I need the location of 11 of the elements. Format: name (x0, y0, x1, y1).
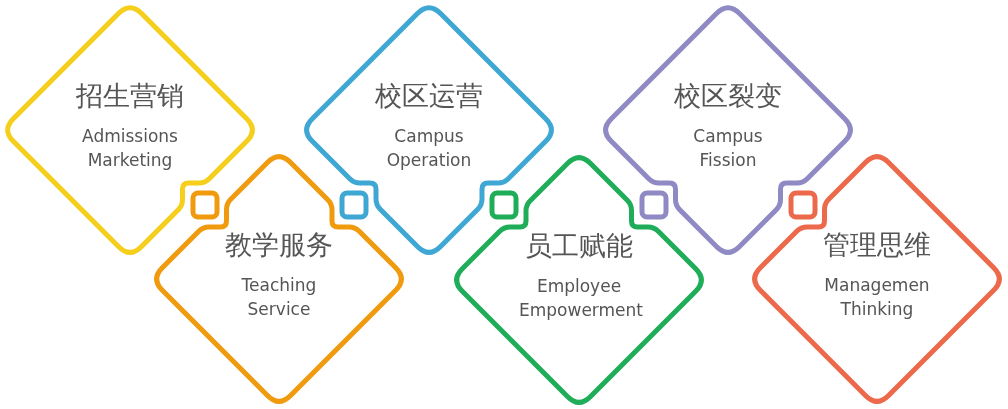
title-text: 校区运营 (374, 80, 484, 112)
subtitle-text: Managemen Thinking (823, 274, 931, 321)
subtitle-text: Teaching Service (240, 274, 318, 321)
title-text: 教学服务 (224, 229, 334, 261)
title-text: 招生营销 (75, 80, 185, 112)
title-text: 管理思维 (822, 229, 932, 261)
title-text: 校区裂变 (673, 80, 783, 112)
title-text: 员工赋能 (524, 230, 634, 262)
subtitle-text: Campus Fission (692, 125, 764, 172)
subtitle-text: Admissions Marketing (81, 125, 179, 172)
subtitle-text: Campus Operation (385, 125, 473, 172)
